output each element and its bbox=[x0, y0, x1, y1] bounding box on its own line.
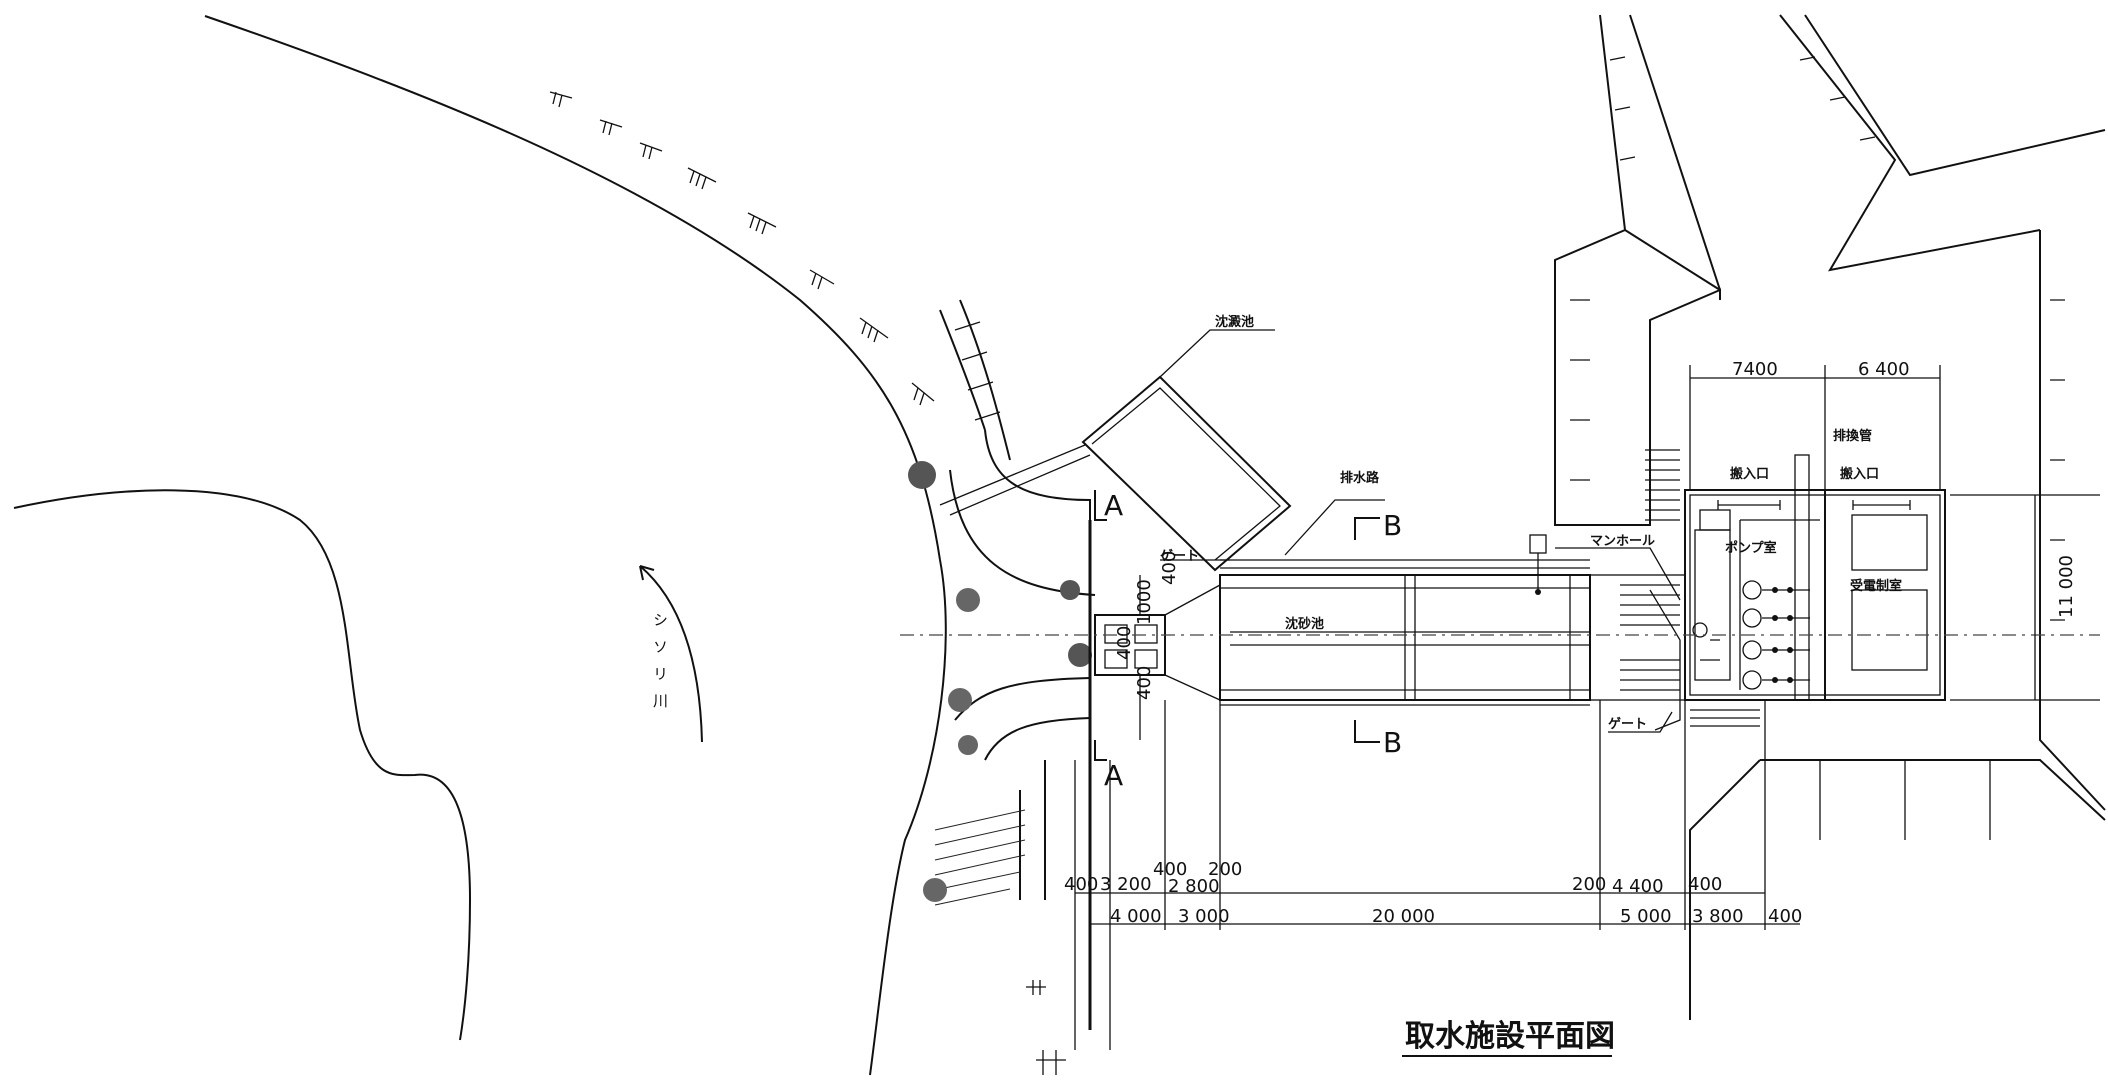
gate-lower-leader bbox=[1608, 711, 1673, 733]
pump-room-building bbox=[1649, 454, 1946, 731]
dim-c-400: 400 bbox=[1768, 906, 1802, 927]
dim-b-2800: 2 800 bbox=[1168, 876, 1220, 897]
section-a-bottom: A bbox=[1104, 759, 1123, 792]
dim-v-400a: 400 bbox=[1159, 551, 1180, 585]
section-a-top: A bbox=[1104, 489, 1123, 522]
drain-channel-label: 排水路 bbox=[1340, 470, 1380, 486]
settling-basin-tilted bbox=[939, 329, 1292, 572]
dim-right-11000: 11 000 bbox=[2056, 555, 2077, 618]
dim-top-7400: 7400 bbox=[1732, 359, 1778, 380]
dim-b-200b: 200 bbox=[1572, 874, 1606, 895]
intake-wing-upper bbox=[939, 299, 1096, 596]
dim-v-1000: 1000 bbox=[1134, 579, 1155, 625]
slope-lower-right bbox=[1689, 759, 2106, 1020]
section-b-top: B bbox=[1383, 509, 1402, 542]
dim-c-3000: 3 000 bbox=[1178, 906, 1230, 927]
dim-c-3800: 3 800 bbox=[1692, 906, 1744, 927]
entrance-right-label: 搬入口 bbox=[1840, 466, 1879, 482]
dim-b-400c: 400 bbox=[1688, 874, 1722, 895]
dim-v-400b: 400 bbox=[1134, 666, 1155, 700]
dim-b-200a: 200 bbox=[1208, 859, 1242, 880]
intake-wing-lower bbox=[954, 677, 1091, 900]
dim-lines-right bbox=[1950, 494, 2100, 701]
dim-c-5000: 5 000 bbox=[1620, 906, 1672, 927]
section-mark-a: A A bbox=[1094, 489, 1123, 792]
dim-b-400a: 400 bbox=[1064, 874, 1098, 895]
dim-b-3200: 3 200 bbox=[1100, 874, 1152, 895]
river-bank-outer bbox=[204, 15, 947, 1076]
electric-room-label: 受電制室 bbox=[1850, 578, 1902, 594]
manhole-label: マンホール bbox=[1590, 534, 1655, 549]
gate-lower-label: ゲート bbox=[1608, 716, 1647, 732]
entrance-left-label: 搬入口 bbox=[1730, 466, 1769, 482]
river-flow-arrow bbox=[639, 565, 703, 743]
embankment-ticks bbox=[549, 91, 935, 406]
gate-upper-label: ゲート bbox=[1160, 548, 1199, 564]
dim-lines-top bbox=[1689, 365, 1941, 490]
dim-c-4000: 4 000 bbox=[1110, 906, 1162, 927]
river-name: シソリ川 bbox=[651, 612, 669, 720]
intake-wall-lines bbox=[1074, 760, 1111, 1050]
riprap-hatching bbox=[908, 461, 1092, 906]
slope-upper-right bbox=[1779, 14, 2106, 811]
transition-channel bbox=[1589, 574, 1686, 701]
slope-upper-left bbox=[1554, 14, 1721, 526]
pump-room-label: ポンプ室 bbox=[1725, 540, 1777, 556]
dim-b-400b: 400 bbox=[1153, 859, 1187, 880]
drawing-title: 取水施設平面図 bbox=[1405, 1019, 1615, 1054]
stairs bbox=[1645, 449, 1760, 727]
dim-v-400c: 400 bbox=[1114, 626, 1135, 660]
settling-basin-label: 沈澱池 bbox=[1215, 314, 1254, 330]
vent-pipe-label: 排換管 bbox=[1833, 428, 1872, 444]
dim-b-4400: 4 400 bbox=[1612, 876, 1664, 897]
dim-c-20000: 20 000 bbox=[1372, 906, 1435, 927]
dim-top-6400: 6 400 bbox=[1858, 359, 1910, 380]
headworks bbox=[1094, 559, 1230, 740]
sand-settling-basin bbox=[1219, 559, 1591, 706]
drain-channel-leader bbox=[1284, 499, 1385, 556]
survey-ticks bbox=[1026, 980, 1066, 1075]
sand-basin-label: 沈砂池 bbox=[1285, 616, 1324, 632]
section-b-bottom: B bbox=[1383, 726, 1402, 759]
manhole bbox=[1529, 534, 1681, 601]
section-mark-b: B B bbox=[1354, 509, 1402, 759]
river-bank-inner bbox=[13, 489, 472, 1041]
dim-lines-bottom bbox=[1075, 700, 1800, 930]
